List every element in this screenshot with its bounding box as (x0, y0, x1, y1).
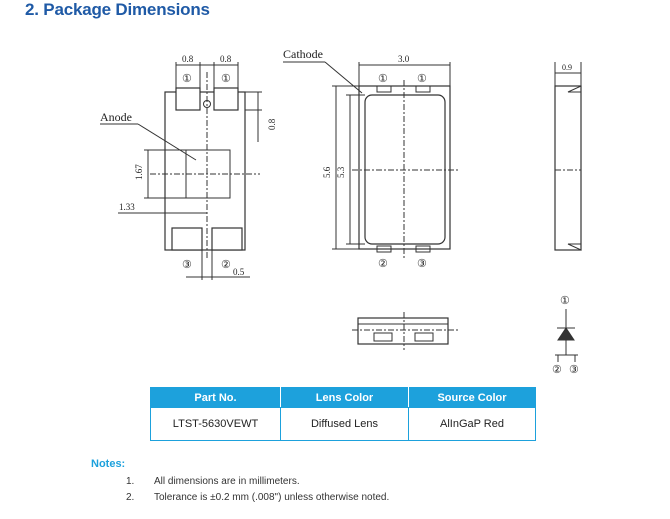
note-item: 2. Tolerance is ±0.2 mm (.008") unless ot… (126, 492, 389, 503)
cell-source-color: AlInGaP Red (408, 407, 536, 441)
pin-label: ① (560, 295, 570, 307)
side-view (554, 62, 582, 251)
note-text: Tolerance is ±0.2 mm (.008") unless othe… (154, 492, 390, 503)
dim-thickness: 0.9 (562, 63, 572, 72)
pin-label: ② (378, 258, 388, 270)
header-source-color: Source Color (408, 387, 536, 408)
package-dimension-drawing: 0.8 0.8 0.8 1.67 1.33 0.5 ① ① ③ ② Anode … (100, 47, 582, 376)
bottom-view (352, 312, 458, 350)
note-item: 1. All dimensions are in millimeters. (126, 476, 300, 487)
pin-label: ① (182, 73, 192, 85)
dim-pad-width-right: 0.8 (220, 54, 232, 64)
note-number: 1. (126, 476, 135, 487)
pin-label: ② (552, 364, 562, 376)
dim-length-inner: 5.3 (336, 166, 346, 178)
pin-label: ① (378, 73, 388, 85)
dim-pad-height: 0.8 (267, 118, 277, 130)
header-part-no: Part No. (150, 387, 281, 408)
notes-heading: Notes: (91, 458, 126, 470)
pin-label: ① (221, 73, 231, 85)
section-title: 2. Package Dimensions (25, 0, 210, 19)
table-row: LTST-5630VEWT Diffused Lens AlInGaP Red (150, 407, 536, 441)
anode-label: Anode (100, 110, 132, 124)
note-number: 2. (126, 492, 135, 503)
header-lens-color: Lens Color (280, 387, 409, 408)
pin-label: ③ (182, 259, 192, 271)
top-view (100, 62, 262, 280)
pin-label: ② (221, 259, 231, 271)
spec-table: Part No. Lens Color Source Color LTST-56… (150, 387, 536, 441)
pin-label: ① (417, 73, 427, 85)
spec-table-header-row: Part No. Lens Color Source Color (150, 387, 536, 408)
cathode-label: Cathode (283, 47, 323, 61)
pin-label: ③ (417, 258, 427, 270)
dim-pad-width-left: 0.8 (182, 54, 194, 64)
pin-label: ③ (569, 364, 579, 376)
led-schematic-symbol (555, 309, 578, 362)
cell-lens-color: Diffused Lens (280, 407, 409, 441)
dim-length-outer: 5.6 (322, 166, 332, 178)
cell-part-no: LTST-5630VEWT (150, 407, 281, 441)
dim-gap: 0.5 (233, 267, 245, 277)
dim-center-height: 1.67 (134, 164, 144, 180)
front-view (283, 61, 458, 258)
dim-width: 3.0 (398, 54, 410, 64)
dim-offset: 1.33 (119, 202, 135, 212)
note-text: All dimensions are in millimeters. (154, 476, 300, 487)
